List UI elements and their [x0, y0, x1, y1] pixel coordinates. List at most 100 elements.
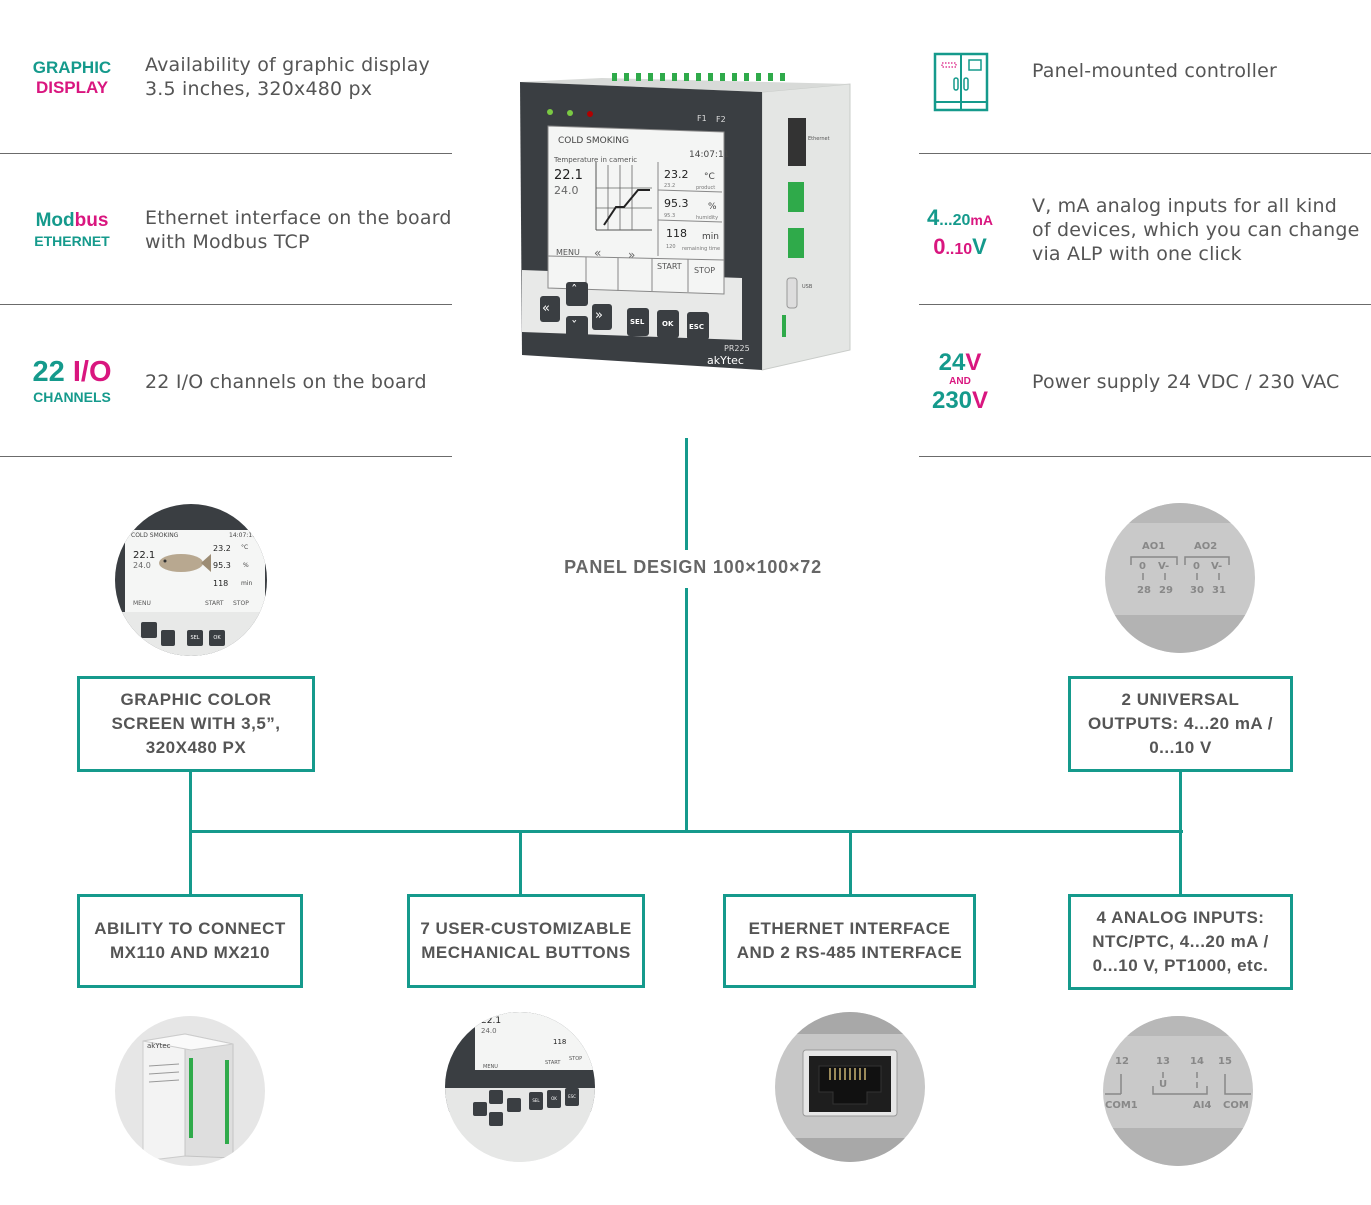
mx-module-icon: [142, 1033, 234, 1162]
device-panel3-label: remaining time: [682, 246, 721, 252]
circle-ao2-label: AO2: [1194, 541, 1218, 552]
feature-text-line: 22 I/O channels on the board: [145, 371, 427, 393]
circle-screen-start: START: [205, 600, 224, 607]
line-analog-box: [1179, 830, 1182, 896]
ao-bracket-lines: [1130, 556, 1230, 580]
device-panel2-label: humidity: [696, 215, 719, 221]
device-model: PR225: [724, 344, 750, 353]
modbus-logo-b: bus: [74, 210, 109, 231]
line-graphic-box: [189, 770, 192, 833]
circle-buttons-sel: SEL: [529, 1092, 543, 1110]
box-graphic-screen: GRAPHIC COLOR SCREEN WITH 3,5”, 320X480 …: [77, 676, 315, 772]
circle-buttons-start: START: [545, 1060, 561, 1066]
device-screen-time: 14:07:11: [689, 150, 730, 160]
device-screen-title: COLD SMOKING: [558, 136, 629, 146]
circle-mx-brand: akYtec: [147, 1042, 171, 1050]
device-panel3-value: 118: [666, 227, 687, 240]
power-logo-and: AND: [949, 376, 971, 387]
ai-bracket-lines: [1105, 1072, 1251, 1095]
power-logo-a: 24: [938, 349, 966, 376]
circle-ao-zero2: 0: [1193, 561, 1200, 572]
circle-buttons-menu: MENU: [483, 1064, 498, 1070]
device-value-sub: 24.0: [554, 184, 579, 197]
circle-ai-terminals: 12 13 14 15 U COM1 AI4 COM: [1103, 1016, 1253, 1166]
circle-ao-terminals: AO1 AO2 0 V- 0 V- 28 29 30 31: [1105, 503, 1255, 653]
box-text-line: GRAPHIC COLOR: [120, 690, 272, 709]
circle-buttons-p3: 118: [553, 1038, 567, 1046]
device-btn-right-icon: »: [628, 248, 636, 262]
divider-left-3: [0, 456, 452, 457]
device-fkey1: F1: [697, 114, 707, 123]
analog-range-logo: 4...20mA 0..10V: [918, 205, 1002, 263]
box-text-line: ABILITY TO CONNECT: [94, 919, 286, 938]
circle-ai-com1: COM1: [1105, 1100, 1138, 1111]
box-text-line: 0...10 V: [1149, 738, 1212, 757]
feature-graphic-display-text: Availability of graphic display 3.5 inch…: [145, 53, 430, 101]
feature-panel-mounted-text: Panel-mounted controller: [1032, 59, 1277, 83]
circle-screen-sel: SEL: [187, 630, 203, 646]
circle-buttons-v1: 22.1: [481, 1016, 502, 1026]
pr225-device: COLD SMOKING 14:07:11 Temperature in cam…: [512, 70, 857, 390]
feature-text-line: Ethernet interface on the board: [145, 207, 452, 229]
center-line-bottom: [685, 588, 688, 832]
horizontal-bus: [189, 830, 1183, 833]
device-side-ethernet: Ethernet: [808, 136, 830, 142]
box-text-line: ETHERNET INTERFACE: [748, 919, 951, 938]
circle-screen-u3: min: [241, 580, 253, 587]
device-panel2-value: 95.3: [664, 197, 689, 210]
circle-ao-n31: 31: [1212, 585, 1226, 596]
power-logo-b: V: [965, 349, 982, 376]
device-btn-stop: STOP: [694, 266, 716, 275]
feature-text-line: Panel-mounted controller: [1032, 60, 1278, 82]
circle-ai-ai4: AI4: [1193, 1100, 1212, 1111]
circle-ai-com: COM: [1223, 1100, 1249, 1111]
power-logo-d: V: [972, 387, 989, 414]
io-logo-line2: CHANNELS: [33, 389, 111, 405]
feature-text-line: Power supply 24 VDC / 230 VAC: [1032, 371, 1340, 393]
device-btn-menu: MENU: [556, 248, 580, 257]
device-value-main: 22.1: [554, 168, 583, 183]
device-key-sel: SEL: [630, 318, 645, 326]
power-supply-logo: 24V AND 230V: [920, 350, 1000, 414]
line-mx-box: [189, 830, 192, 896]
circle-ai-n12: 12: [1115, 1056, 1129, 1067]
device-key-up-icon: ˆ: [571, 284, 578, 299]
device-key-ok: OK: [662, 320, 674, 328]
graphic-display-logo-line2: DISPLAY: [35, 78, 109, 97]
circle-ao-zero1: 0: [1139, 561, 1146, 572]
device-brand: akYtec: [707, 354, 744, 367]
device-panel1-value: 23.2: [664, 168, 689, 181]
box-analog-inputs: 4 ANALOG INPUTS: NTC/PTC, 4...20 mA / 0.…: [1068, 894, 1293, 990]
divider-right-1: [919, 153, 1371, 154]
device-panel2-unit: %: [708, 202, 717, 212]
rj45-port-icon: [802, 1049, 898, 1117]
device-panel3-unit: min: [702, 232, 719, 242]
circle-ai-n13: 13: [1156, 1056, 1170, 1067]
box-text-line: OUTPUTS: 4...20 mA /: [1087, 714, 1274, 733]
feature-power-supply-text: Power supply 24 VDC / 230 VAC: [1032, 370, 1340, 394]
device-side-usb: USB: [802, 284, 813, 290]
center-line-top: [685, 438, 688, 550]
panel-mount-icon: [933, 52, 989, 112]
circle-ethernet-port: [775, 1012, 925, 1162]
box-text-line: 4 ANALOG INPUTS:: [1096, 908, 1265, 927]
box-text-line: 320X480 PX: [145, 738, 247, 757]
divider-left-1: [0, 153, 452, 154]
power-logo-c: 230: [931, 387, 973, 414]
device-key-left-icon: «: [542, 301, 550, 316]
box-universal-outputs: 2 UNIVERSAL OUTPUTS: 4...20 mA / 0...10 …: [1068, 676, 1293, 772]
circle-ai-n15: 15: [1218, 1056, 1232, 1067]
circle-ai-n14: 14: [1190, 1056, 1204, 1067]
box-ethernet-rs485: ETHERNET INTERFACE AND 2 RS-485 INTERFAC…: [723, 894, 976, 988]
circle-ai-u: U: [1159, 1079, 1168, 1090]
circle-screen-v1: 22.1: [133, 550, 156, 561]
device-panel1-label: product: [696, 185, 716, 191]
box-text-line: 2 UNIVERSAL: [1121, 690, 1240, 709]
feature-modbus-text: Ethernet interface on the board with Mod…: [145, 206, 452, 254]
line-buttons-box: [519, 830, 522, 896]
circle-ao1-label: AO1: [1142, 541, 1166, 552]
circle-screen-u2: %: [243, 562, 249, 569]
center-label: PANEL DESIGN 100×100×72: [564, 557, 822, 577]
circle-ao-v2: V-: [1211, 561, 1223, 572]
circle-screen-p1: 23.2: [213, 544, 231, 553]
